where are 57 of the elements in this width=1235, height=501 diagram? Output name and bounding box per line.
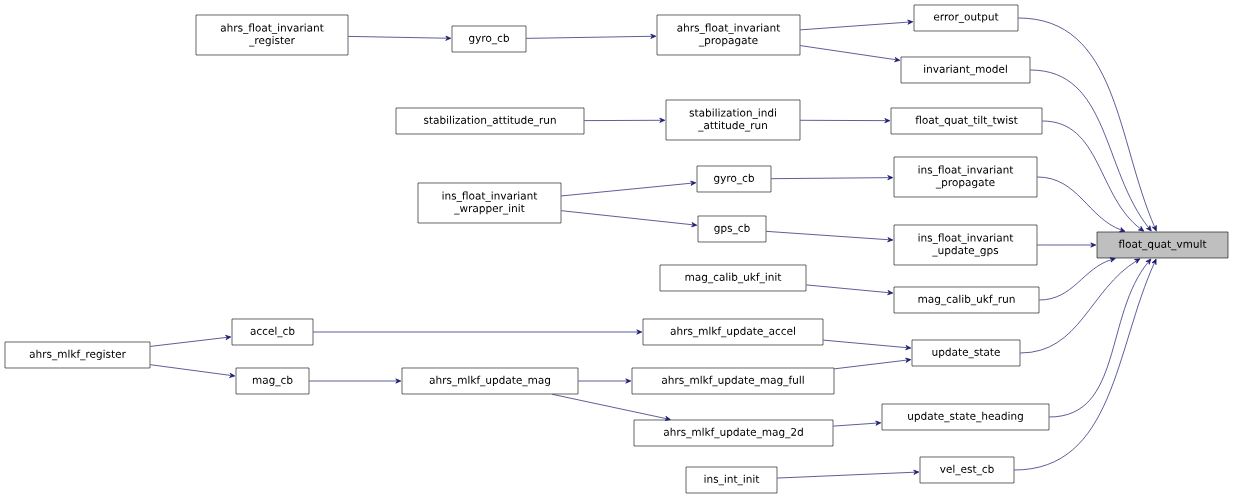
- arrow: [1019, 258, 1141, 354]
- function-box: vel_est_cb: [919, 456, 1015, 484]
- arrow: [1036, 176, 1126, 233]
- function-box: gps_cb: [697, 215, 767, 243]
- arrow: [551, 393, 671, 421]
- arrow: [1029, 69, 1152, 232]
- function-box: update_state: [911, 339, 1021, 367]
- function-box: mag_cb: [235, 367, 310, 395]
- function-box: ahrs_mlkf_update_mag_2d: [633, 419, 834, 447]
- function-box-highlighted: float_quat_vmult: [1096, 231, 1229, 259]
- arrow: [560, 210, 698, 228]
- arrow: [805, 284, 894, 296]
- arrow: [525, 33, 657, 39]
- function-box: ahrs_float_invariant _register: [195, 14, 349, 56]
- function-box: ins_int_init: [685, 466, 778, 494]
- function-box: stabilization_attitude_run: [395, 107, 585, 135]
- arrow: [770, 175, 894, 181]
- arrow: [560, 180, 697, 197]
- arrow: [347, 35, 452, 41]
- function-box: ahrs_mlkf_update_mag: [401, 367, 579, 395]
- function-box: ahrs_mlkf_update_accel: [642, 318, 824, 346]
- function-box: ins_float_invariant _wrapper_init: [417, 182, 562, 224]
- arrow: [799, 19, 914, 31]
- function-box: invariant_model: [900, 56, 1031, 84]
- function-box: gyro_cb: [451, 25, 527, 53]
- function-box: ins_float_invariant _update_gps: [893, 224, 1038, 266]
- function-box: ahrs_mlkf_update_mag_full: [631, 367, 835, 395]
- arrow: [1038, 257, 1116, 301]
- arrow: [149, 335, 232, 347]
- function-box: stabilization_indi _attitude_run: [665, 99, 801, 141]
- arrow: [1048, 258, 1152, 418]
- arrow: [583, 117, 666, 123]
- arrow: [577, 378, 632, 384]
- arrow: [799, 118, 891, 124]
- arrow: [765, 231, 894, 243]
- arrow: [312, 329, 643, 335]
- arrow: [1017, 17, 1157, 232]
- arrow: [799, 45, 901, 63]
- function-box: mag_calib_ukf_run: [893, 286, 1040, 314]
- function-box: mag_calib_ukf_init: [659, 264, 807, 292]
- arrow: [822, 339, 912, 351]
- arrow: [1041, 120, 1145, 232]
- function-box: accel_cb: [231, 318, 314, 346]
- function-box: ins_float_invariant _propagate: [893, 156, 1038, 198]
- arrow: [1036, 242, 1097, 248]
- arrow: [308, 378, 402, 384]
- arrow: [776, 469, 920, 479]
- function-box: gyro_cb: [696, 165, 772, 193]
- arrow: [833, 357, 912, 370]
- arrow: [149, 364, 236, 378]
- function-box: float_quat_tilt_twist: [890, 107, 1043, 135]
- function-box: update_state_heading: [881, 403, 1050, 431]
- function-box: ahrs_mlkf_register: [4, 341, 151, 369]
- function-box: error_output: [913, 4, 1019, 32]
- function-box: ahrs_float_invariant _propagate: [656, 14, 801, 56]
- arrow: [1013, 258, 1157, 471]
- arrow: [832, 420, 882, 427]
